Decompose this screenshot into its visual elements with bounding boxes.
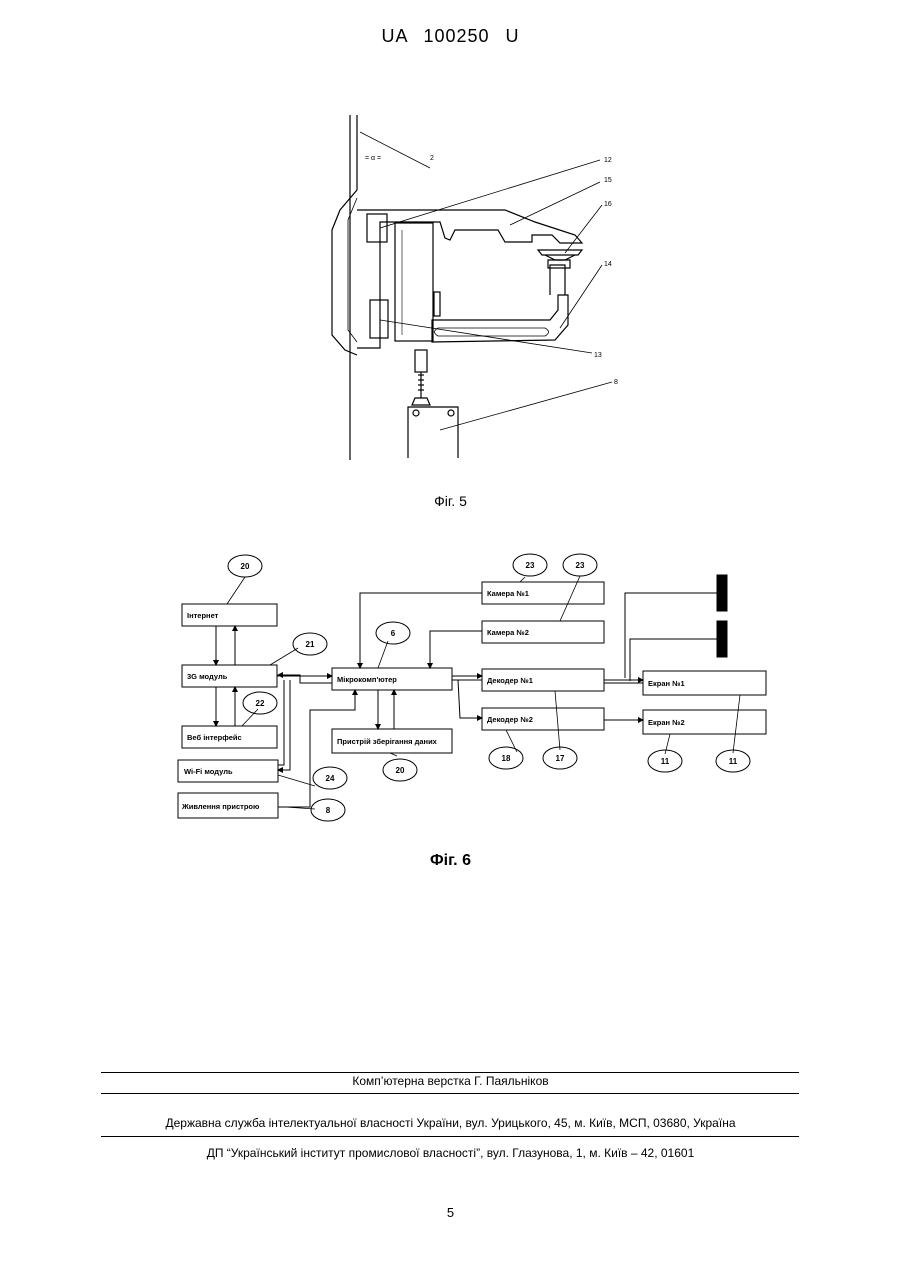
callout-text-3g: 21: [306, 640, 315, 649]
fig5-label-2: 2: [430, 155, 434, 162]
footer-rule-2: [101, 1093, 799, 1094]
label-storage: Пристрій зберігання даних: [337, 737, 438, 746]
fig5-label-14: 14: [604, 261, 612, 268]
label-internet: Інтернет: [187, 611, 219, 620]
label-decoder-1: Декодер №1: [487, 676, 533, 685]
page-number: 5: [0, 1205, 901, 1220]
figure-5-drawing: = α = 2 12 15 16 14 13 8: [320, 110, 650, 470]
label-microcomputer: Мікрокомп'ютер: [337, 675, 397, 684]
callout-text-decoder-1: 17: [556, 754, 565, 763]
callout-text-decoder-2: 18: [502, 754, 511, 763]
figure-5-caption: Фіг. 5: [0, 493, 901, 509]
label-power: Живлення пристрою: [181, 802, 260, 811]
label-web-interface: Веб інтерфейс: [187, 733, 242, 742]
footer-institute: ДП “Український інститут промислової вла…: [0, 1146, 901, 1160]
footer-agency: Державна служба інтелектуальної власност…: [0, 1116, 901, 1130]
fig5-label-8: 8: [614, 379, 618, 386]
document-number: UA 100250 U: [0, 26, 901, 47]
figure-6-diagram: Інтернет 3G модуль Веб інтерфейс Wi-Fi м…: [160, 545, 780, 845]
callout-text-power: 8: [326, 806, 331, 815]
footer-rule-3: [101, 1136, 799, 1137]
label-camera-2: Камера №2: [487, 628, 529, 637]
callout-text-micro: 6: [391, 629, 396, 638]
fig5-label-15: 15: [604, 177, 612, 184]
display-bar-1: [717, 575, 727, 611]
fig5-label-12: 12: [604, 157, 612, 164]
mark-alpha: = α =: [365, 155, 381, 162]
fig5-label-13: 13: [594, 352, 602, 359]
callout-text-storage: 20: [396, 766, 405, 775]
figure-6-caption: Фіг. 6: [0, 852, 901, 870]
callout-text-camera-2: 23: [576, 561, 585, 570]
fig5-label-16: 16: [604, 201, 612, 208]
callout-text-screen-1: 11: [729, 757, 738, 766]
callout-text-wifi: 24: [326, 774, 335, 783]
label-camera-1: Камера №1: [487, 589, 529, 598]
label-screen-1: Екран №1: [648, 679, 685, 688]
footer-rule-1: [101, 1072, 799, 1073]
callout-text-internet: 20: [241, 562, 250, 571]
callout-text-web: 22: [256, 699, 265, 708]
label-decoder-2: Декодер №2: [487, 715, 533, 724]
callout-text-camera-1: 23: [526, 561, 535, 570]
callout-text-screen-2: 11: [661, 757, 670, 766]
footer-compositor: Комп’ютерна верстка Г. Паяльніков: [0, 1074, 901, 1088]
label-wifi-module: Wi-Fi модуль: [184, 767, 233, 776]
label-screen-2: Екран №2: [648, 718, 685, 727]
display-bar-2: [717, 621, 727, 657]
label-3g-module: 3G модуль: [187, 672, 228, 681]
